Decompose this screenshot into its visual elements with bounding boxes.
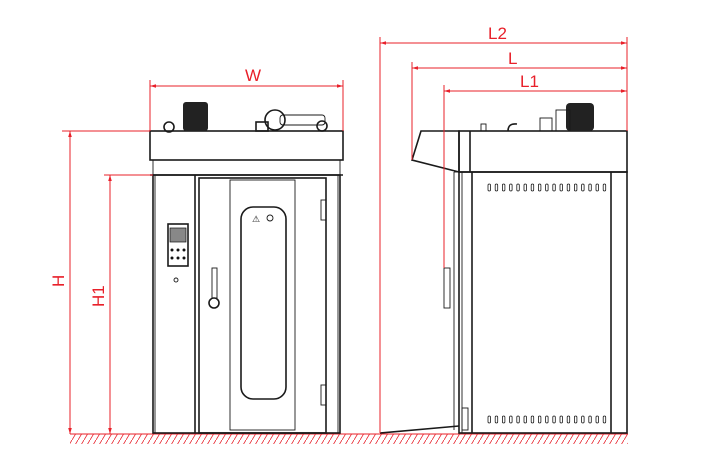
dimension-l: L [411,49,627,160]
vent-slot [523,415,527,424]
vent-slot [552,183,556,192]
vent-slot [588,183,592,192]
vent-slot [588,415,592,424]
vent-slot [501,415,506,424]
dimension-l2: L2 [379,24,628,433]
warning-icon: ⚠ [252,215,260,225]
label-l: L [508,49,517,68]
vent-slot [494,415,499,424]
label-h: H [49,275,68,287]
vent-slot [538,183,542,192]
vent-slot [574,415,578,424]
vent-slot [559,183,563,192]
door-handle [208,297,220,309]
vent-slot [501,183,506,192]
label-l2: L2 [488,24,507,43]
vent-slot [566,415,571,424]
vent-slot [538,415,542,424]
vent-slot [559,415,563,424]
motor [163,102,328,133]
dimension-h: H [49,130,150,434]
ground-line [70,433,628,444]
vent-slots-bottom [487,415,607,424]
vent-slot [566,183,571,192]
vent-slot [516,183,520,192]
vent-slot [581,183,585,192]
vent-slot [530,183,535,192]
vent-slot [574,183,578,192]
vent-slot [552,415,556,424]
vent-slot [545,415,549,424]
label-l1: L1 [520,72,539,91]
label-w: W [245,66,261,85]
vent-slot [595,415,599,424]
vent-slot [602,415,607,424]
vent-slot [487,183,491,192]
label-h1: H1 [89,285,108,307]
vent-slot [516,415,520,424]
vent-slot [494,183,499,192]
dimension-l1: L1 [443,72,627,268]
vent-slot [487,415,491,424]
vent-slot [595,183,599,192]
front-view: ⚠ [149,102,344,434]
vent-slot [509,183,513,192]
vent-slot [545,183,549,192]
vent-slot [523,183,527,192]
power-icon [266,214,274,222]
dimension-w: W [149,66,344,131]
vent-slot [509,415,513,424]
control-panel [167,223,189,283]
side-view [379,103,628,434]
vent-slots-top [487,183,607,192]
vent-slot [602,183,607,192]
vent-slot [581,415,585,424]
dimension-h1: H1 [89,174,153,434]
vent-slot [530,415,535,424]
